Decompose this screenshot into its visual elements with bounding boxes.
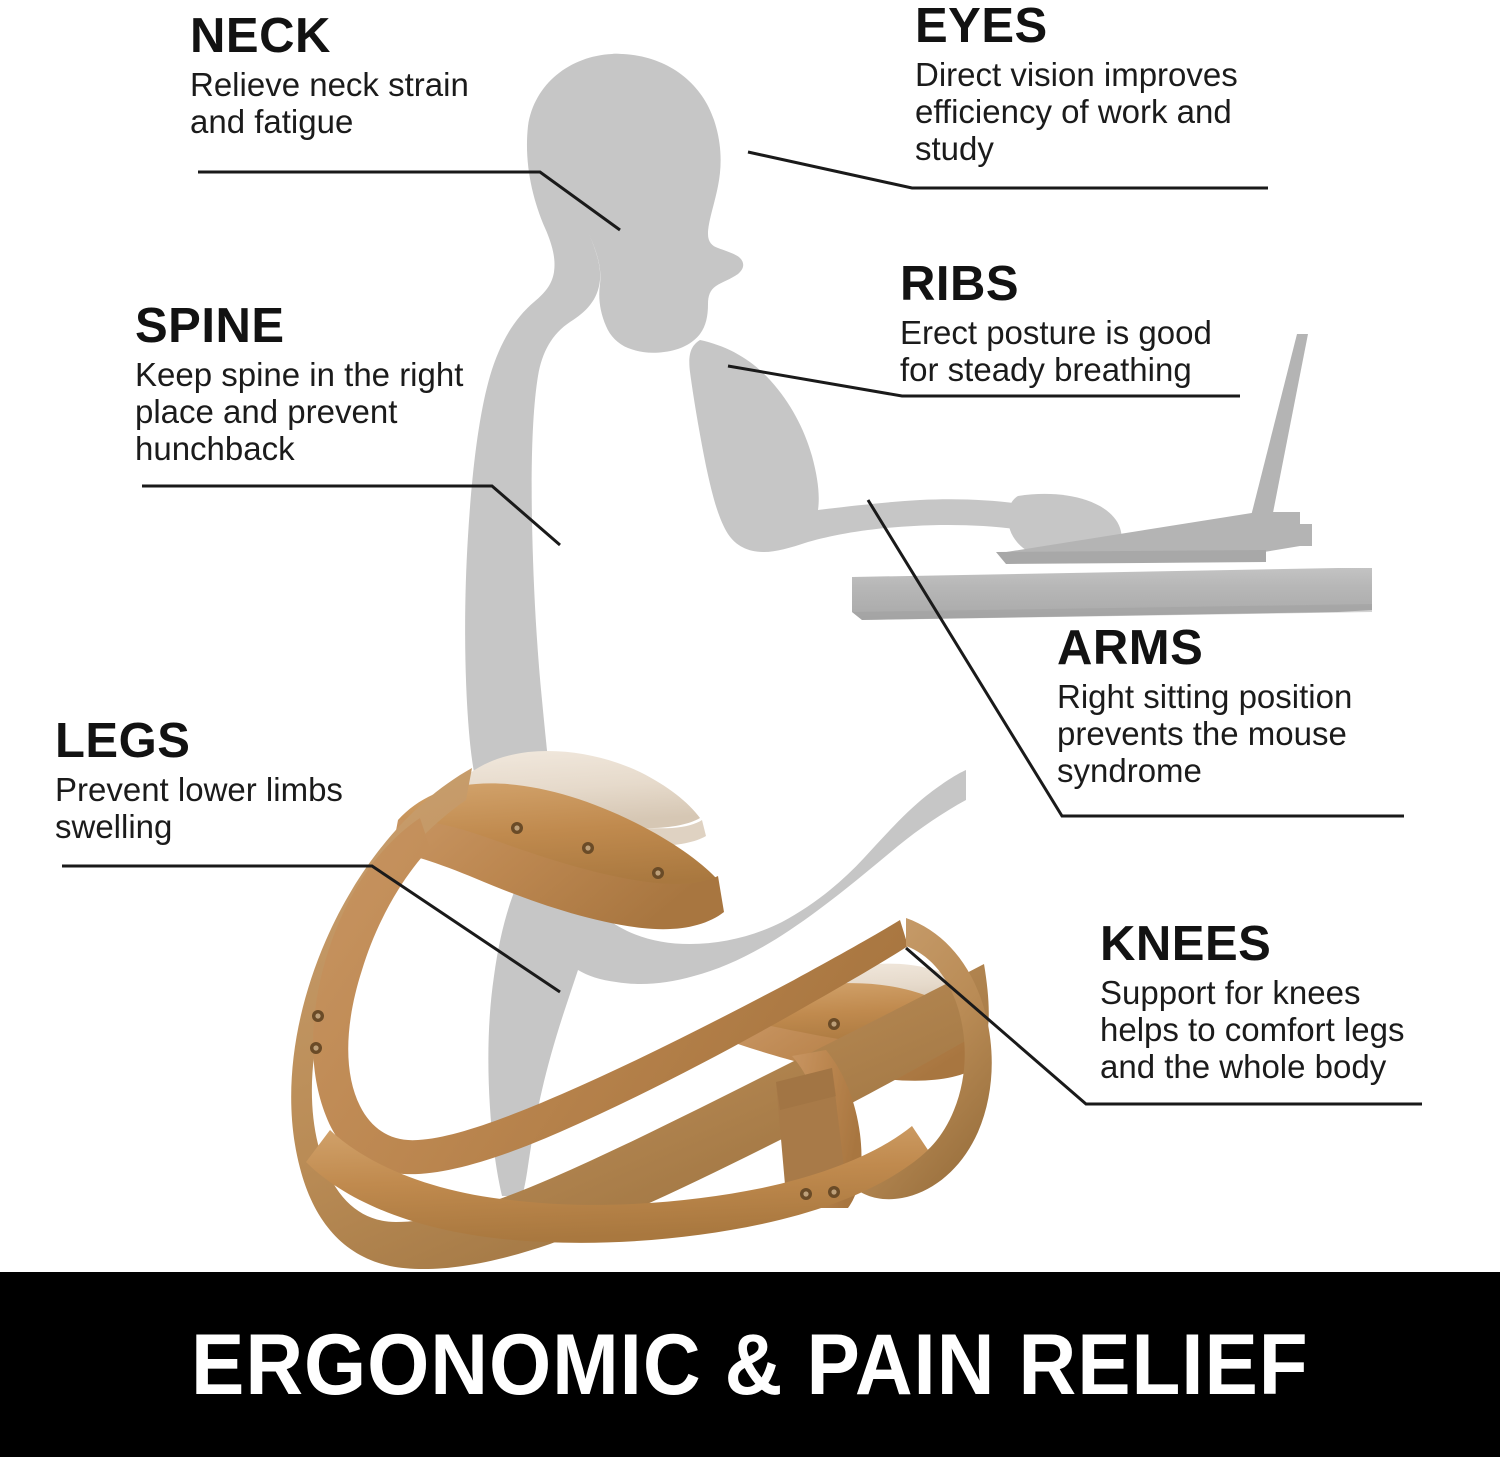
leader-line-neck	[198, 170, 621, 232]
seat-screws	[511, 822, 664, 879]
leader-line-spine	[142, 484, 561, 547]
callout-ribs-body: Erect posture is good for steady breathi…	[900, 314, 1300, 388]
frame-screws-left	[310, 1010, 324, 1054]
base-rail-screws	[800, 1186, 840, 1200]
callout-neck-body-line: Relieve neck strain	[190, 66, 469, 103]
callout-spine-body-line: Keep spine in the right	[135, 356, 464, 393]
callout-eyes-body-line: study	[915, 130, 994, 167]
callout-knees: KNEES Support for knees helps to comfort…	[1100, 918, 1500, 1085]
callout-arms-title: ARMS	[1057, 621, 1204, 675]
callout-knees-body-line: Support for knees	[1100, 974, 1361, 1011]
callout-eyes-body-line: Direct vision improves	[915, 56, 1238, 93]
callout-legs: LEGS Prevent lower limbs swelling	[55, 715, 455, 845]
callout-eyes: EYES Direct vision improves efficiency o…	[915, 0, 1315, 167]
callout-knees-body: Support for knees helps to comfort legs …	[1100, 974, 1500, 1085]
bottom-banner: ERGONOMIC & PAIN RELIEF	[0, 1272, 1500, 1457]
callout-arms-body: Right sitting position prevents the mous…	[1057, 678, 1457, 789]
callout-knees-title: KNEES	[1100, 917, 1272, 971]
callout-eyes-title: EYES	[915, 0, 1048, 53]
callout-legs-body-line: Prevent lower limbs	[55, 771, 343, 808]
callout-ribs-body-line: Erect posture is good	[900, 314, 1212, 351]
callout-ribs-title: RIBS	[900, 257, 1020, 311]
callout-arms: ARMS Right sitting position prevents the…	[1057, 622, 1457, 789]
callout-legs-title: LEGS	[55, 714, 191, 768]
desk-surface	[852, 568, 1372, 620]
callout-ribs: RIBS Erect posture is good for steady br…	[900, 258, 1300, 388]
callout-eyes-body-line: efficiency of work and	[915, 93, 1232, 130]
callout-legs-body: Prevent lower limbs swelling	[55, 771, 455, 845]
callout-neck: NECK Relieve neck strain and fatigue	[190, 10, 590, 140]
leader-line-legs	[62, 864, 561, 994]
callout-spine-body-line: hunchback	[135, 430, 295, 467]
person-silhouette	[465, 53, 1122, 1196]
callout-arms-body-line: Right sitting position	[1057, 678, 1353, 715]
callout-knees-body-line: and the whole body	[1100, 1048, 1387, 1085]
callout-neck-body-line: and fatigue	[190, 103, 354, 140]
callout-spine: SPINE Keep spine in the right place and …	[135, 300, 535, 467]
callout-knees-body-line: helps to comfort legs	[1100, 1011, 1405, 1048]
banner-headline: ERGONOMIC & PAIN RELIEF	[191, 1316, 1309, 1413]
callout-ribs-body-line: for steady breathing	[900, 351, 1192, 388]
callout-spine-title: SPINE	[135, 299, 285, 353]
callout-neck-body: Relieve neck strain and fatigue	[190, 66, 590, 140]
callout-eyes-body: Direct vision improves efficiency of wor…	[915, 56, 1315, 167]
callout-spine-body: Keep spine in the right place and preven…	[135, 356, 535, 467]
callout-spine-body-line: place and prevent	[135, 393, 398, 430]
callout-neck-title: NECK	[190, 9, 331, 63]
kneepad-screws	[828, 1000, 931, 1030]
callout-arms-body-line: prevents the mouse	[1057, 715, 1347, 752]
callout-legs-body-line: swelling	[55, 808, 173, 845]
callout-arms-body-line: syndrome	[1057, 752, 1202, 789]
